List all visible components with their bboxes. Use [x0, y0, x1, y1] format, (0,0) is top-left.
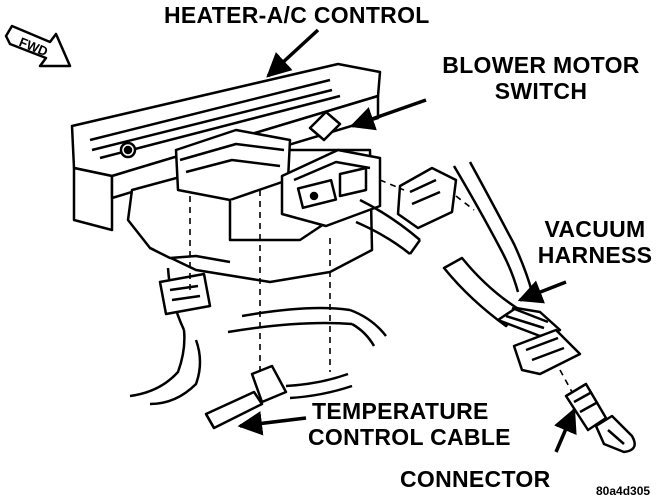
- fwd-text: FWD: [17, 34, 50, 59]
- label-vacuum-harness-line2: HARNESS: [537, 242, 653, 268]
- blower-motor-switch: [280, 110, 382, 228]
- label-heater-ac-control: HEATER-A/C CONTROL: [164, 2, 430, 28]
- fwd-arrow-icon: FWD: [4, 24, 72, 68]
- mating-connector: [564, 382, 636, 454]
- temperature-control-cable: [129, 267, 387, 406]
- label-vacuum-harness-line1: VACUUM: [544, 216, 646, 242]
- vacuum-harness-hose: [442, 161, 562, 338]
- cable-bracket: [158, 272, 288, 430]
- label-blower-motor-switch-line2: SWITCH: [494, 78, 588, 104]
- label-temperature-control-cable-line2: CONTROL CABLE: [308, 424, 511, 450]
- leader-arrows: [237, 28, 577, 453]
- label-blower-motor-switch-line1: BLOWER MOTOR: [442, 52, 640, 78]
- arrow-connector: [554, 407, 577, 453]
- harness-tube: [355, 198, 422, 255]
- blower-switch-plug: [396, 166, 458, 230]
- label-temperature-control-cable: TEMPERATURE CONTROL CABLE: [308, 398, 548, 450]
- arrow-temperature-control-cable: [237, 411, 307, 436]
- label-vacuum-harness: VACUUM HARNESS: [520, 216, 670, 268]
- vacuum-harness-connector: [512, 328, 582, 376]
- label-temperature-control-cable-line1: TEMPERATURE: [312, 398, 489, 424]
- arrow-heater-ac-control: [266, 28, 320, 78]
- label-blower-motor-switch: BLOWER MOTOR SWITCH: [416, 52, 666, 104]
- label-connector: CONNECTOR: [400, 466, 551, 492]
- assembly-lines: [189, 179, 573, 393]
- figure-code: 80a4d305: [596, 484, 651, 498]
- arrow-vacuum-harness: [517, 280, 567, 304]
- arrow-blower-motor-switch: [349, 98, 427, 131]
